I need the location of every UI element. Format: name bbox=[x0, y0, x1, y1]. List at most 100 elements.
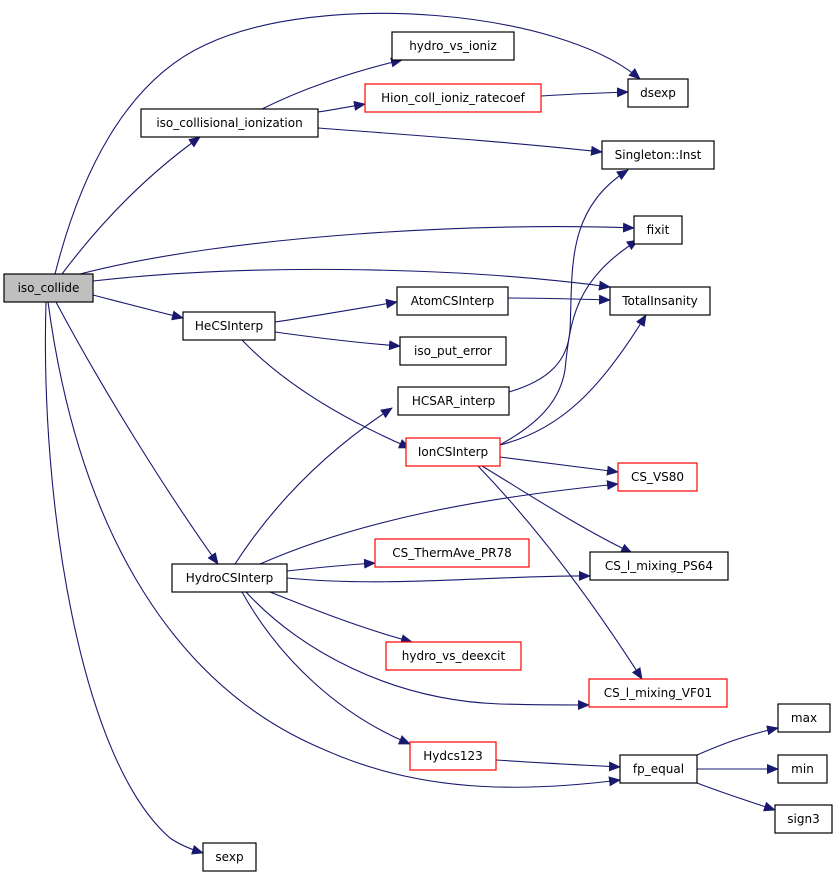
edge-fp_equal-to-sign3 bbox=[696, 782, 776, 812]
node-max[interactable]: max bbox=[777, 703, 831, 733]
node-IonCSInterp[interactable]: IonCSInterp bbox=[405, 437, 501, 467]
edge-HeCSInterp-to-iso_put_error bbox=[274, 331, 401, 351]
edge-iso_collisional_ionization-to-Singleton_Inst bbox=[317, 127, 603, 156]
edges-layer bbox=[44, 12, 779, 855]
node-Hydcs123[interactable]: Hydcs123 bbox=[409, 741, 497, 771]
node-HydroCSInterp[interactable]: HydroCSInterp bbox=[171, 563, 288, 593]
node-label: HCSAR_interp bbox=[412, 394, 495, 408]
node-TotalInsanity[interactable]: TotalInsanity bbox=[609, 286, 711, 316]
node-label: hydro_vs_deexcit bbox=[402, 649, 506, 663]
node-CS_ThermAve_PR78[interactable]: CS_ThermAve_PR78 bbox=[374, 538, 530, 568]
node-sexp[interactable]: sexp bbox=[202, 842, 257, 872]
node-box bbox=[385, 641, 522, 671]
node-box bbox=[777, 703, 831, 733]
node-box bbox=[588, 678, 728, 708]
node-label: CS_l_mixing_PS64 bbox=[605, 559, 713, 573]
edge-iso_collide-to-fixit bbox=[79, 222, 635, 275]
edge-IonCSInterp-to-CS_l_mixing_VF01 bbox=[477, 465, 643, 680]
node-label: sexp bbox=[215, 850, 243, 864]
node-box bbox=[633, 215, 683, 245]
node-box bbox=[3, 273, 94, 303]
node-box bbox=[619, 754, 698, 784]
nodes-layer: iso_collideiso_collisional_ionizationhyd… bbox=[3, 31, 833, 872]
node-label: Hion_coll_ioniz_ratecoef bbox=[381, 91, 526, 105]
edge-iso_collide-to-dsexp bbox=[54, 12, 641, 275]
node-label: iso_put_error bbox=[414, 344, 492, 358]
node-label: CS_VS80 bbox=[631, 470, 684, 484]
node-label: min bbox=[791, 762, 814, 776]
edge-HydroCSInterp-to-CS_l_mixing_PS64 bbox=[286, 570, 591, 583]
node-hydro_vs_deexcit[interactable]: hydro_vs_deexcit bbox=[385, 641, 522, 671]
edge-Hydcs123-to-fp_equal bbox=[495, 759, 621, 772]
edge-HeCSInterp-to-AtomCSInterp bbox=[274, 298, 398, 323]
node-label: IonCSInterp bbox=[418, 445, 488, 459]
node-min[interactable]: min bbox=[777, 754, 828, 784]
edge-iso_collisional_ionization-to-Hion_coll_ioniz_ratecoef bbox=[317, 100, 366, 113]
edge-iso_collide-to-sexp bbox=[44, 301, 204, 855]
node-HeCSInterp[interactable]: HeCSInterp bbox=[182, 311, 276, 341]
node-label: AtomCSInterp bbox=[411, 294, 495, 308]
node-box bbox=[171, 563, 288, 593]
edge-iso_collide-to-iso_collisional_ionization bbox=[61, 136, 201, 275]
node-box bbox=[409, 741, 497, 771]
edge-HydroCSInterp-to-CS_l_mixing_VF01 bbox=[245, 591, 590, 710]
node-label: dsexp bbox=[640, 86, 676, 100]
node-box bbox=[627, 78, 689, 108]
node-CS_VS80[interactable]: CS_VS80 bbox=[617, 462, 698, 492]
edge-HydroCSInterp-to-HCSAR_interp bbox=[234, 407, 393, 565]
edge-Hion_coll_ioniz_ratecoef-to-dsexp bbox=[540, 87, 629, 98]
node-Hion_coll_ioniz_ratecoef[interactable]: Hion_coll_ioniz_ratecoef bbox=[364, 83, 542, 113]
node-label: iso_collisional_ionization bbox=[156, 116, 302, 130]
node-box bbox=[774, 804, 833, 834]
node-box bbox=[601, 140, 715, 170]
node-dsexp[interactable]: dsexp bbox=[627, 78, 689, 108]
edge-HydroCSInterp-to-CS_ThermAve_PR78 bbox=[286, 558, 376, 572]
edge-HydroCSInterp-to-hydro_vs_deexcit bbox=[269, 591, 413, 644]
node-label: iso_collide bbox=[18, 281, 80, 295]
node-box bbox=[405, 437, 501, 467]
edge-IonCSInterp-to-CS_l_mixing_PS64 bbox=[481, 465, 633, 554]
node-box bbox=[617, 462, 698, 492]
node-box bbox=[589, 551, 729, 581]
node-AtomCSInterp[interactable]: AtomCSInterp bbox=[396, 286, 509, 316]
node-fixit[interactable]: fixit bbox=[633, 215, 683, 245]
node-box bbox=[397, 386, 510, 416]
node-label: Hydcs123 bbox=[423, 749, 483, 763]
node-hydro_vs_ioniz[interactable]: hydro_vs_ioniz bbox=[391, 31, 515, 61]
node-sign3[interactable]: sign3 bbox=[774, 804, 833, 834]
node-box bbox=[609, 286, 711, 316]
node-label: fp_equal bbox=[633, 762, 684, 776]
edge-HydroCSInterp-to-Hydcs123 bbox=[241, 591, 411, 745]
node-label: TotalInsanity bbox=[621, 294, 698, 308]
node-HCSAR_interp[interactable]: HCSAR_interp bbox=[397, 386, 510, 416]
node-label: HeCSInterp bbox=[195, 319, 263, 333]
edge-AtomCSInterp-to-TotalInsanity bbox=[507, 294, 611, 305]
node-CS_l_mixing_VF01[interactable]: CS_l_mixing_VF01 bbox=[588, 678, 728, 708]
edge-iso_collide-to-TotalInsanity bbox=[92, 268, 611, 291]
edge-IonCSInterp-to-CS_VS80 bbox=[499, 456, 619, 476]
edge-iso_collide-to-fp_equal bbox=[47, 301, 621, 788]
node-label: Singleton::Inst bbox=[615, 148, 702, 162]
edge-iso_collide-to-HydroCSInterp bbox=[55, 301, 219, 565]
edge-IonCSInterp-to-fixit bbox=[489, 239, 639, 451]
node-label: CS_l_mixing_VF01 bbox=[604, 686, 712, 700]
edge-HCSAR_interp-to-Singleton_Inst bbox=[508, 169, 629, 393]
node-box bbox=[777, 754, 828, 784]
node-iso_collide[interactable]: iso_collide bbox=[3, 273, 94, 303]
edge-fp_equal-to-max bbox=[696, 725, 779, 756]
node-iso_collisional_ionization[interactable]: iso_collisional_ionization bbox=[140, 108, 319, 138]
node-fp_equal[interactable]: fp_equal bbox=[619, 754, 698, 784]
node-iso_put_error[interactable]: iso_put_error bbox=[399, 336, 507, 366]
node-box bbox=[391, 31, 515, 61]
node-label: sign3 bbox=[787, 812, 819, 826]
node-box bbox=[364, 83, 542, 113]
node-Singleton_Inst[interactable]: Singleton::Inst bbox=[601, 140, 715, 170]
edge-HeCSInterp-to-IonCSInterp bbox=[241, 339, 411, 449]
node-box bbox=[202, 842, 257, 872]
node-label: fixit bbox=[647, 223, 670, 237]
node-label: max bbox=[791, 711, 817, 725]
node-box bbox=[396, 286, 509, 316]
edge-iso_collisional_ionization-to-hydro_vs_ioniz bbox=[261, 57, 403, 110]
node-CS_l_mixing_PS64[interactable]: CS_l_mixing_PS64 bbox=[589, 551, 729, 581]
